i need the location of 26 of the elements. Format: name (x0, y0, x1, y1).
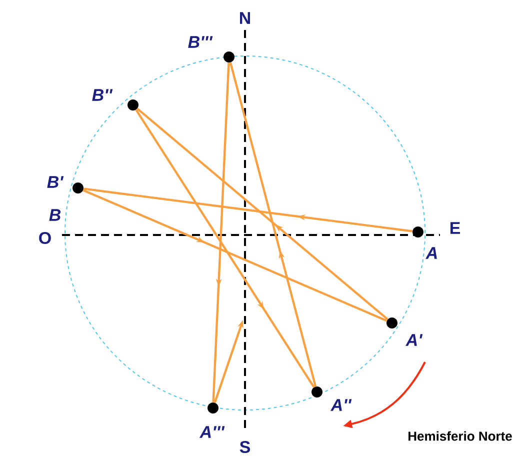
pendulum-point (312, 386, 322, 398)
point-label: B'' (92, 89, 113, 101)
point-label: A (426, 247, 437, 259)
point-label: A' (406, 334, 423, 346)
arrow (136, 108, 388, 320)
point-label: B (49, 209, 61, 221)
direction-letter: O (37, 230, 53, 245)
arrow (82, 189, 388, 322)
hemisphere-note: Hemisferio Norte (408, 431, 512, 441)
pendulum-point (208, 402, 218, 414)
pendulum-point (224, 52, 234, 62)
arrow (135, 109, 315, 388)
arrow (212, 62, 230, 402)
point-label: B''' (188, 36, 213, 48)
point-label: B' (47, 176, 64, 188)
point-label: A''' (199, 426, 225, 438)
pendulum-point (386, 318, 398, 328)
arrow (84, 188, 412, 232)
direction-letter: N (238, 11, 252, 25)
point-label: A'' (330, 399, 352, 411)
arrow (229, 62, 317, 387)
direction-letter: S (238, 440, 252, 454)
pendulum-point (412, 226, 424, 238)
pendulum-point (72, 182, 84, 194)
direction-letter: E (448, 221, 462, 235)
pendulum-point (128, 100, 138, 110)
